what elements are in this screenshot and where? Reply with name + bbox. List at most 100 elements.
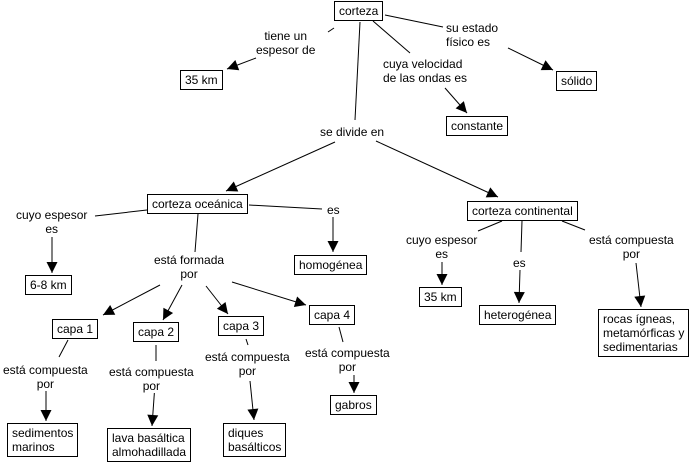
- node-6-8km[interactable]: 6-8 km: [25, 275, 72, 295]
- edge-corteza-velocidad: [372, 20, 411, 54]
- link-text-line: está compuesta: [305, 346, 390, 360]
- edge-velocidad-constante-arrowhead: [455, 101, 467, 113]
- edge-formada-capa3-arrowhead: [216, 301, 228, 314]
- edge-formada-capa1-arrowhead: [103, 305, 116, 315]
- link-text-line: cuya velocidad: [383, 57, 463, 71]
- link-text-line: es: [45, 222, 59, 236]
- edge-ct-es: [520, 220, 523, 253]
- edge-capa3-link: [245, 338, 249, 346]
- node-text-line: sedimentarias: [603, 340, 678, 354]
- node-homogenea[interactable]: homogénea: [294, 255, 368, 275]
- link-text-line: físico es: [446, 35, 491, 49]
- edge-corteza-tiene: [327, 27, 335, 33]
- node-text: sólido: [561, 74, 593, 88]
- node-corteza[interactable]: corteza: [334, 1, 384, 21]
- node-capa-1[interactable]: capa 1: [52, 319, 99, 339]
- link-text-line: está compuesta: [109, 365, 194, 379]
- node-text: constante: [451, 119, 504, 133]
- node-text-line: basálticos: [228, 440, 282, 454]
- link-text-line: por: [238, 364, 257, 378]
- link-ct-es: es: [513, 256, 526, 270]
- link-text-line: cuyo espesor: [16, 208, 88, 222]
- edge-corteza-estado: [384, 14, 444, 28]
- link-text-line: su estado: [446, 21, 499, 35]
- edge-espesor-6-8km-arrowhead: [46, 262, 58, 273]
- edge-tiene-35km-arrowhead: [227, 59, 240, 71]
- edge-ct-espesor: [477, 220, 503, 232]
- node-capa-4[interactable]: capa 4: [309, 305, 356, 325]
- node-text: 35 km: [185, 73, 218, 87]
- link-text-line: espesor de: [256, 43, 316, 57]
- node-text-line: almohadillada: [112, 445, 187, 459]
- edge-ct-compuesta: [561, 220, 586, 231]
- edge-formada-capa4-arrowhead: [293, 296, 306, 307]
- link-text-line: está compuesta: [3, 363, 88, 377]
- node-text: heterogénea: [484, 308, 552, 322]
- edge-oc-es: [248, 204, 323, 210]
- node-solido[interactable]: sólido: [556, 71, 598, 91]
- node-text-line: diques: [228, 426, 264, 440]
- edge-capa1-link: [58, 339, 69, 358]
- node-corteza-oceanica[interactable]: corteza oceánica: [147, 194, 248, 214]
- link-text-line: por: [142, 379, 161, 393]
- link-text-line: cuyo espesor: [406, 233, 478, 247]
- node-gabros[interactable]: gabros: [330, 395, 377, 415]
- edge-divide-continental-arrowhead: [485, 187, 498, 198]
- node-text-line: marinos: [12, 440, 55, 454]
- edge-divide-oceanica: [225, 141, 336, 192]
- edge-c2-lava-arrowhead: [147, 414, 159, 426]
- edge-estado-solido-arrowhead: [540, 60, 553, 71]
- link-text-line: está formada: [154, 253, 225, 267]
- edge-corteza-divide: [354, 21, 361, 121]
- node-text-line: metamórficas y: [603, 326, 685, 340]
- node-text: gabros: [335, 398, 372, 412]
- node-text: corteza: [339, 4, 379, 18]
- node-text-line: lava basáltica: [112, 431, 185, 445]
- node-capa-3[interactable]: capa 3: [218, 316, 265, 336]
- edge-capa4-link: [338, 326, 344, 343]
- node-constante[interactable]: constante: [446, 116, 509, 136]
- edge-oc-espesor: [94, 209, 148, 217]
- link-text-line: por: [36, 377, 55, 391]
- link-text-line: está compuesta: [589, 233, 674, 247]
- edge-formada-capa2-arrowhead: [163, 307, 174, 320]
- edge-ct-espesor-35km-arrowhead: [436, 274, 448, 285]
- link-text-line: está compuesta: [205, 350, 290, 364]
- edge-c3-diques-arrowhead: [247, 408, 259, 420]
- link-text-line: por: [622, 247, 641, 261]
- node-text: capa 1: [57, 322, 94, 336]
- edge-oc-formada: [194, 213, 199, 253]
- node-text: 35 km: [424, 290, 457, 304]
- link-oc-es: es: [327, 203, 340, 217]
- edge-c4-gabros-arrowhead: [348, 382, 360, 393]
- node-35km[interactable]: 35 km: [180, 70, 223, 90]
- node-text: capa 2: [138, 325, 175, 339]
- node-text: capa 3: [223, 319, 260, 333]
- node-heterogenea[interactable]: heterogénea: [479, 305, 557, 325]
- node-35km-continental[interactable]: 35 km: [419, 287, 462, 307]
- node-corteza-continental[interactable]: corteza continental: [467, 201, 578, 221]
- edge-c1-sedimentos-arrowhead: [40, 410, 52, 421]
- edge-formada-capa4: [231, 281, 307, 306]
- link-se-divide-en: se divide en: [320, 125, 385, 139]
- edge-divide-continental: [375, 140, 499, 198]
- link-text: es: [513, 256, 526, 270]
- node-text: capa 4: [314, 308, 351, 322]
- node-capa-2[interactable]: capa 2: [133, 322, 180, 342]
- link-text: es: [327, 203, 340, 217]
- link-text-line: de las ondas es: [383, 71, 468, 85]
